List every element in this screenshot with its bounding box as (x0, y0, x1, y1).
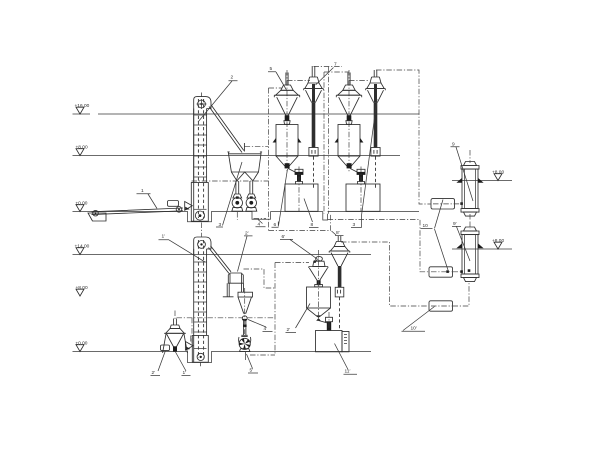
svg-text:1: 1 (141, 188, 144, 194)
svg-text:+8.00: +8.00 (492, 170, 504, 176)
svg-text:+8.00: +8.00 (76, 285, 88, 291)
svg-text:5′: 5′ (250, 368, 254, 374)
svg-text:2′: 2′ (152, 370, 156, 376)
svg-text:+16.00: +16.00 (75, 103, 90, 109)
svg-text:2′: 2′ (245, 231, 249, 237)
svg-text:3: 3 (219, 222, 222, 228)
svg-text:±0.00: ±0.00 (76, 201, 88, 207)
svg-text:5: 5 (270, 66, 273, 72)
svg-text:8′: 8′ (336, 230, 340, 236)
svg-text:4′: 4′ (264, 326, 268, 332)
svg-text:11′: 11′ (345, 369, 351, 375)
svg-text:7: 7 (334, 62, 337, 68)
svg-text:4: 4 (258, 222, 261, 228)
svg-text:±0.00: ±0.00 (76, 341, 88, 347)
svg-text:1′: 1′ (183, 370, 187, 376)
svg-text:6′: 6′ (282, 234, 286, 240)
svg-text:9′: 9′ (453, 221, 457, 227)
svg-text:10′: 10′ (411, 326, 417, 332)
svg-text:1′: 1′ (162, 234, 166, 240)
svg-text:6: 6 (274, 222, 277, 228)
svg-text:2: 2 (231, 75, 234, 81)
svg-text:+8.00: +8.00 (492, 238, 504, 244)
svg-text:+14.00: +14.00 (75, 244, 90, 250)
svg-text:10: 10 (423, 223, 429, 229)
svg-text:3: 3 (353, 222, 356, 228)
svg-text:9: 9 (452, 142, 455, 148)
svg-text:2′: 2′ (287, 327, 291, 333)
svg-text:8: 8 (311, 222, 314, 228)
svg-text:+8.00: +8.00 (76, 145, 88, 151)
